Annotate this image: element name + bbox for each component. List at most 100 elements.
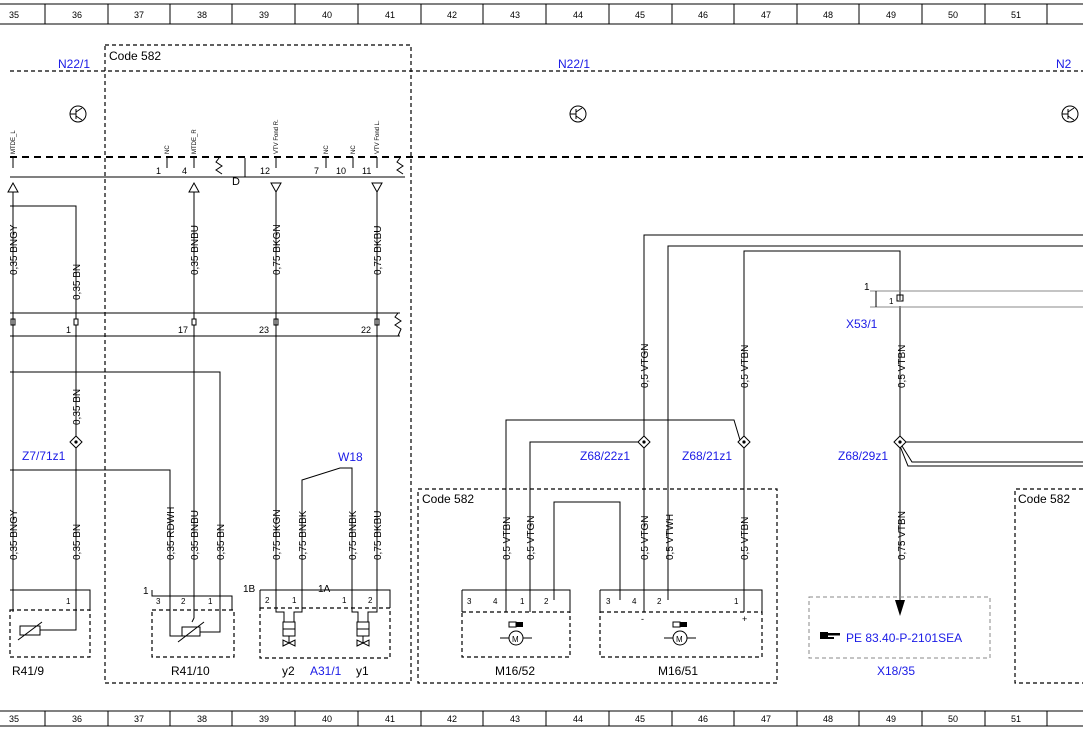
wire-label: 0,5 VTWH [665, 514, 676, 560]
pin-number: 1 [66, 597, 71, 606]
splice-label-z7-71z1[interactable]: Z7/71z1 [22, 449, 66, 463]
connector-label-x53-1[interactable]: X53/1 [846, 317, 878, 331]
pin-name: VTV Fond L. [375, 120, 381, 154]
wiring-left [10, 192, 378, 600]
code-582-box [104, 44, 412, 684]
grid-number: 45 [635, 10, 645, 20]
splice-node [737, 435, 751, 449]
wire-label: 0,35 BNBU [190, 225, 201, 275]
grid-number: 39 [259, 714, 269, 724]
component-m16-51: 3 4 2 1 - + M [599, 589, 763, 658]
wire-label: 0,35 RDWH [166, 507, 177, 560]
pin-number: 3 [467, 597, 472, 606]
wire-label: 0,35 BNBU [190, 510, 201, 560]
pointing-hand-icon [820, 632, 840, 639]
pin-number: 1 [864, 282, 870, 293]
wire-label: 0,5 VTGN [640, 344, 651, 388]
grid-number: 49 [886, 714, 896, 724]
wire-label: 0,75 BNBK [298, 510, 309, 560]
component-label-r41-10[interactable]: R41/10 [171, 664, 210, 678]
component-r41-9: 1 [9, 589, 91, 658]
component-label-r41-9[interactable]: R41/9 [12, 664, 44, 678]
pin-number: 22 [361, 325, 371, 335]
grid-number: 35 [9, 10, 19, 20]
pin-number: 12 [260, 166, 270, 176]
wire-label: 0,5 VTGN [640, 516, 651, 560]
wire-label: 0,35 BNGY [9, 224, 20, 275]
splice-label-z68-21z1[interactable]: Z68/21z1 [682, 449, 732, 463]
pin-number: 1 [520, 597, 525, 606]
grid-number: 42 [447, 714, 457, 724]
module-label-n2[interactable]: N2 [1056, 57, 1072, 71]
grid-number: 50 [948, 10, 958, 20]
grid-number: 40 [322, 714, 332, 724]
splice-label-z68-29z1[interactable]: Z68/29z1 [838, 449, 888, 463]
pin-number: 2 [265, 596, 270, 605]
pin-number: 3 [156, 597, 161, 606]
pin-number: 7 [314, 166, 319, 176]
pin-number: 2 [657, 597, 662, 606]
code-box-label: Code 582 [422, 492, 474, 506]
pin-number: 17 [178, 325, 188, 335]
component-label-a31-1[interactable]: A31/1 [310, 664, 342, 678]
grid-number: 39 [259, 10, 269, 20]
pin-number: 23 [259, 325, 269, 335]
wiring-right [505, 234, 1083, 600]
grid-number: 36 [72, 714, 82, 724]
wire-label: 0,35 BN [72, 389, 83, 425]
pin-name: VTV Fond R. [274, 119, 280, 154]
wire-label: 0,5 VTBN [897, 345, 908, 388]
pin-number: 3 [606, 597, 611, 606]
arrow-icon [895, 600, 905, 616]
splice-node [893, 435, 907, 449]
code-box-label: Code 582 [109, 49, 161, 63]
pin-name: NC [165, 145, 171, 154]
pin-polarity: + [742, 614, 747, 624]
wire-label: 0,75 BKGN [272, 224, 283, 275]
component-label-m16-51[interactable]: M16/51 [658, 664, 698, 678]
pin-number: 1 [156, 166, 161, 176]
transistor-icon [69, 105, 87, 123]
pin-number: 4 [182, 166, 187, 176]
transistor-icon [1061, 105, 1079, 123]
wire-label: 0,35 BNGY [9, 509, 20, 560]
pin-number: 4 [493, 597, 498, 606]
grid-number: 47 [761, 10, 771, 20]
component-r41-10: 1 3 2 1 [143, 586, 235, 658]
wire-label: 0,75 VTBN [897, 511, 908, 560]
wire-label: 0,75 BKBU [373, 226, 384, 275]
pin-number: 1 [208, 597, 213, 606]
module-label-n22-1[interactable]: N22/1 [58, 57, 90, 71]
connector-letter: D [232, 176, 240, 188]
pin-number: 1 [889, 297, 894, 306]
wire-label: 0,75 BNBK [348, 510, 359, 560]
pin-number: 1 [342, 596, 347, 605]
component-label-x18-35[interactable]: X18/35 [877, 664, 915, 678]
component-label-y1[interactable]: y1 [356, 664, 369, 678]
reference-link[interactable]: PE 83.40-P-2101SEA [846, 631, 962, 645]
reference-box [808, 596, 991, 659]
grid-number: 50 [948, 714, 958, 724]
x53-connector: 1 1 [864, 282, 1083, 308]
component-label-m16-52[interactable]: M16/52 [495, 664, 535, 678]
splice-label-z68-22z1[interactable]: Z68/22z1 [580, 449, 630, 463]
grid-number: 48 [823, 10, 833, 20]
wire-label: 0,35 BN [72, 264, 83, 300]
splice-node [69, 435, 83, 449]
grid-number: 42 [447, 10, 457, 20]
transistor-icon [569, 105, 587, 123]
pin-number: 2 [181, 597, 186, 606]
pin-number: 1 [292, 596, 297, 605]
wire-label: 0,75 BKGN [272, 509, 283, 560]
shield-label-w18[interactable]: W18 [338, 450, 363, 464]
wire-label: 0,35 BN [216, 524, 227, 560]
grid-number: 38 [197, 10, 207, 20]
code-box-label: Code 582 [1018, 492, 1070, 506]
pin-number: 1B [243, 584, 256, 595]
mid-connector: 1 17 23 22 [10, 312, 402, 337]
component-label-y2[interactable]: y2 [282, 664, 295, 678]
module-label-n22-1[interactable]: N22/1 [558, 57, 590, 71]
grid-number: 38 [197, 714, 207, 724]
pin-number: 11 [362, 166, 371, 176]
